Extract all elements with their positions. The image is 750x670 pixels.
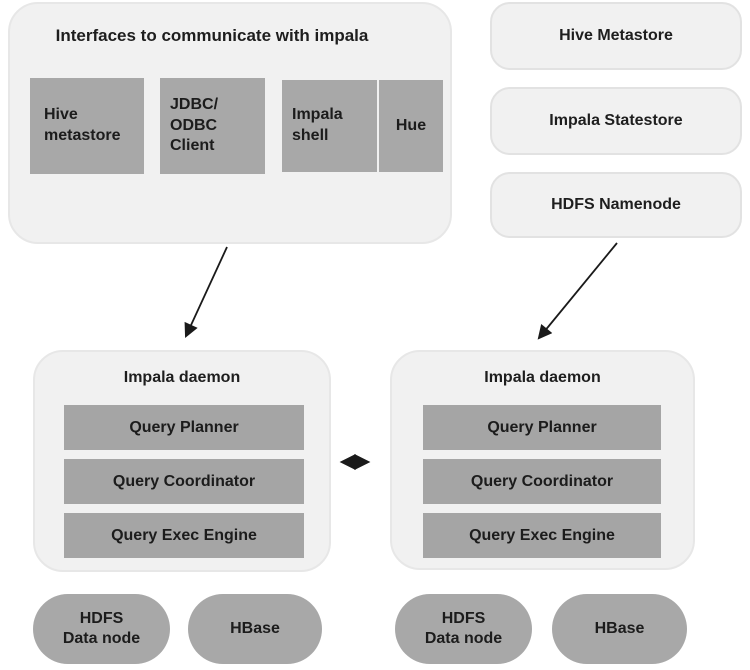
daemon-left-title: Impala daemon <box>123 369 241 386</box>
storage-pill-hbase-right: HBase <box>552 594 687 664</box>
daemon-left-query-coordinator: Query Coordinator <box>64 459 304 504</box>
storage-pill-hbase-left: HBase <box>188 594 322 664</box>
daemon-right-query-planner: Query Planner <box>423 405 661 450</box>
daemon-panel-left: Impala daemon Query Planner Query Coordi… <box>33 350 331 572</box>
interfaces-panel-title: Interfaces to communicate with impala <box>55 26 369 45</box>
daemon-right-query-exec-engine: Query Exec Engine <box>423 513 661 558</box>
interface-box-hive-metastore: Hive metastore <box>30 78 144 174</box>
daemon-left-query-exec-engine: Query Exec Engine <box>64 513 304 558</box>
arrow-namenode-to-right-daemon <box>537 242 618 340</box>
arrow-interfaces-to-left-daemon <box>184 246 228 338</box>
storage-pill-hdfs-datanode-left: HDFS Data node <box>33 594 170 664</box>
daemon-panel-right: Impala daemon Query Planner Query Coordi… <box>390 350 695 570</box>
daemon-right-query-coordinator: Query Coordinator <box>423 459 661 504</box>
interface-box-hue: Hue <box>379 80 443 172</box>
service-box-impala-statestore: Impala Statestore <box>490 87 742 155</box>
interfaces-panel: Interfaces to communicate with impala Hi… <box>8 2 452 244</box>
interface-box-impala-shell: Impala shell <box>282 80 377 172</box>
service-box-hive-metastore: Hive Metastore <box>490 2 742 70</box>
storage-pill-hdfs-datanode-right: HDFS Data node <box>395 594 532 664</box>
daemon-right-title: Impala daemon <box>484 369 601 386</box>
daemon-left-query-planner: Query Planner <box>64 405 304 450</box>
interface-box-jdbc-odbc-client: JDBC/ ODBC Client <box>160 78 265 174</box>
service-box-hdfs-namenode: HDFS Namenode <box>490 172 742 238</box>
